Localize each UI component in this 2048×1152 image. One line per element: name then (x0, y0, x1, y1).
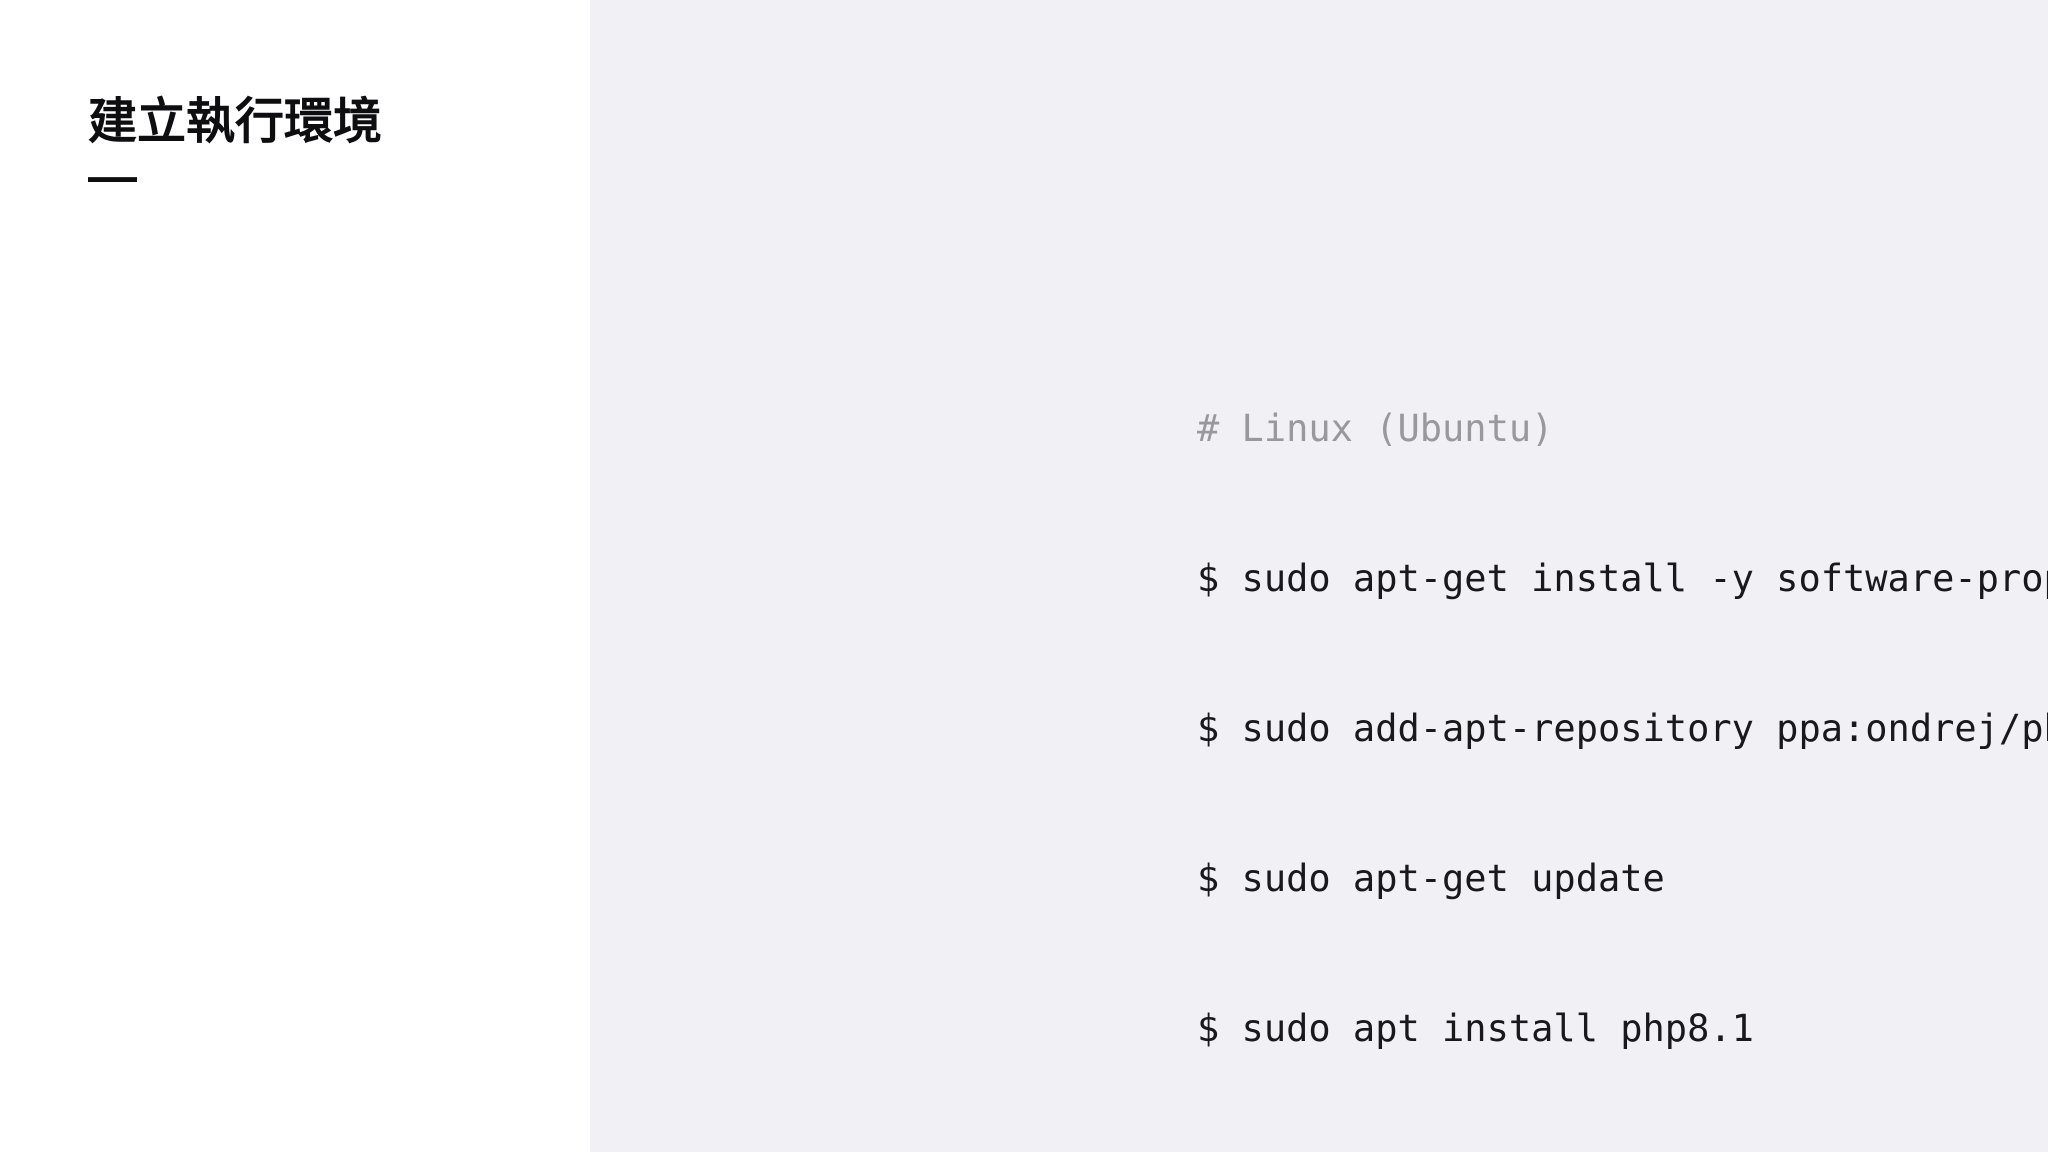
title-panel: 建立執行環境 — (0, 0, 590, 1152)
terminal-code-block: # Linux (Ubuntu) $ sudo apt-get install … (1197, 254, 2048, 1152)
title-dash: — (88, 150, 137, 204)
code-comment-linux: # Linux (Ubuntu) (1197, 407, 1554, 450)
code-panel: # Linux (Ubuntu) $ sudo apt-get install … (590, 0, 2048, 1152)
slide-title: 建立執行環境 (88, 95, 383, 149)
code-command: $ sudo apt install php8.1 (1197, 1007, 1754, 1050)
code-command: $ sudo apt-get update (1197, 857, 1665, 900)
code-command: $ sudo apt-get install -y software-prope… (1197, 557, 2048, 600)
code-command: $ sudo add-apt-repository ppa:ondrej/php (1197, 707, 2048, 750)
